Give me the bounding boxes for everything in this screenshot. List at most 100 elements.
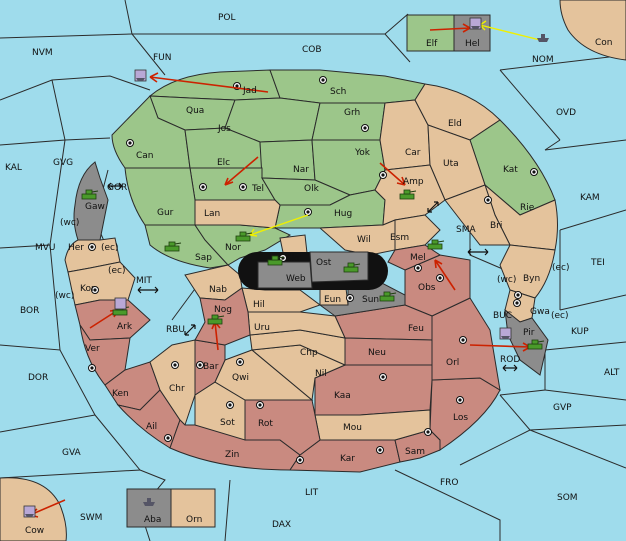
region-web[interactable] [257, 261, 313, 289]
supply-centers [88, 76, 538, 464]
label-kat: Kat [503, 165, 518, 175]
label-gwa: Gwa [530, 307, 550, 317]
label-kor-ec: (ec) [108, 266, 126, 276]
label-web: Web [286, 274, 306, 284]
region-orn[interactable] [170, 488, 216, 528]
label-hug: Hug [334, 209, 352, 219]
labels: POL NVM FUN COB NOM Con OVD KAL GVG GOR … [5, 13, 620, 536]
label-kor: Kor [80, 284, 95, 294]
label-rod: ROD [500, 355, 520, 365]
region-aba[interactable] [126, 488, 172, 528]
region-lan[interactable] [194, 199, 281, 229]
army-gaw[interactable] [81, 189, 99, 200]
label-kup: KUP [571, 327, 589, 337]
label-chp: Chp [300, 348, 318, 358]
sea-connectors [107, 182, 518, 372]
sc-mel [436, 274, 444, 282]
region-sun[interactable] [318, 279, 406, 317]
army-ost[interactable] [343, 262, 361, 273]
fleet-buc[interactable] [499, 327, 512, 340]
army-pir[interactable] [527, 339, 545, 350]
label-rbu: RBU [166, 325, 185, 335]
region-con[interactable] [559, 0, 626, 61]
label-sot: Sot [220, 418, 235, 428]
region-neu[interactable] [344, 337, 433, 366]
label-can: Can [136, 151, 154, 161]
army-sap[interactable] [164, 241, 182, 252]
region-ost[interactable] [309, 251, 369, 283]
label-amp: Amp [403, 177, 424, 187]
region-can[interactable] [111, 95, 191, 169]
label-nil: Nil [315, 369, 327, 379]
region-esm[interactable] [394, 214, 441, 251]
sc-sch [319, 76, 327, 84]
army-nog[interactable] [207, 314, 225, 325]
label-alt: ALT [604, 368, 620, 378]
label-zin: Zin [225, 450, 239, 460]
label-jos: Jos [217, 124, 231, 134]
label-nab: Nab [209, 285, 227, 295]
continent [64, 69, 558, 473]
sc-chr [171, 361, 179, 369]
label-her: Her [68, 243, 84, 253]
region-kaa[interactable] [314, 364, 433, 416]
fleet-fun[interactable] [134, 69, 147, 82]
label-gor: GOR [107, 183, 127, 193]
sc-kat [530, 168, 538, 176]
region-mel[interactable] [387, 244, 442, 271]
label-qua: Qua [186, 106, 204, 116]
label-wil: Wil [357, 235, 371, 245]
sc-bri [484, 196, 492, 204]
label-kaa: Kaa [334, 391, 351, 401]
army-web[interactable] [267, 255, 285, 266]
army-mel[interactable] [427, 239, 445, 250]
label-qwi: Qwi [232, 373, 249, 383]
label-bri: Bri [490, 221, 502, 231]
label-rie: Rie [520, 203, 535, 213]
region-gaw[interactable] [73, 161, 109, 241]
label-con: Con [595, 38, 613, 48]
label-mel: Mel [410, 253, 426, 263]
army-amp[interactable] [399, 189, 417, 200]
army-sun[interactable] [379, 291, 397, 302]
label-orl: Orl [446, 358, 459, 368]
label-lan: Lan [204, 209, 220, 219]
sc-yok [379, 171, 387, 179]
label-sch: Sch [330, 87, 346, 97]
fleet-aba[interactable] [143, 498, 155, 506]
fleet-ark[interactable] [114, 297, 127, 310]
sc-zin [296, 456, 304, 464]
label-gvp: GVP [553, 403, 572, 413]
label-byn-wc: (wc) [497, 275, 516, 285]
label-elf: Elf [426, 39, 438, 49]
label-eld: Eld [448, 119, 462, 129]
label-ver: Ver [85, 344, 100, 354]
label-hel: Hel [465, 39, 480, 49]
label-skr: Skr [286, 254, 301, 264]
sc-kar [376, 446, 384, 454]
label-byn: Byn [523, 274, 540, 284]
army-nor[interactable] [235, 231, 253, 242]
sc-kaa [379, 373, 387, 381]
label-gaw: Gaw [85, 202, 105, 212]
label-kor-wc: (wc) [55, 291, 74, 301]
fleet-nom[interactable] [537, 34, 549, 42]
fleet-hel[interactable] [469, 17, 482, 30]
sc-eun [346, 294, 354, 302]
region-elf[interactable] [406, 14, 455, 52]
sc-obs [414, 264, 422, 272]
sc-los [456, 396, 464, 404]
sc-ver [88, 364, 96, 372]
label-ken: Ken [112, 389, 129, 399]
sc-her [88, 243, 96, 251]
label-dax: DAX [272, 520, 291, 530]
label-nor: Nor [225, 243, 241, 253]
label-uta: Uta [443, 159, 459, 169]
label-nom: NOM [532, 55, 554, 65]
label-olk: Olk [304, 184, 320, 194]
label-uru: Uru [254, 323, 270, 333]
fleet-cow[interactable] [23, 505, 36, 518]
label-mit: MIT [136, 276, 152, 286]
region-chr[interactable] [149, 339, 196, 426]
region-rot[interactable] [244, 399, 321, 456]
